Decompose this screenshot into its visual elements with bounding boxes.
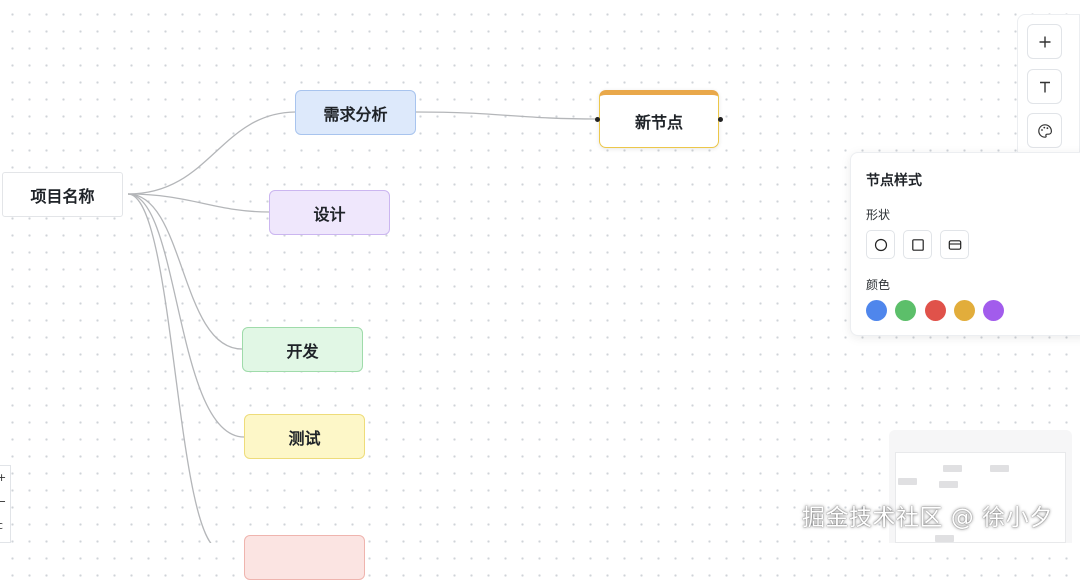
watermark: 掘金技术社区 @ 徐小夕 [802, 505, 1053, 531]
color-swatch-orange[interactable] [954, 300, 975, 321]
shape-square-button[interactable] [903, 230, 932, 259]
color-swatch-blue[interactable] [866, 300, 887, 321]
plus-icon [1039, 36, 1050, 47]
edge-root-test [127, 193, 245, 438]
node-testing[interactable]: 测试 [244, 414, 365, 459]
connection-handle-left[interactable] [595, 117, 600, 122]
square-shape-icon [911, 238, 924, 251]
node-development[interactable]: 开发 [242, 327, 363, 372]
add-node-button[interactable] [1027, 24, 1062, 59]
connector-lines [127, 111, 598, 543]
color-swatch-green[interactable] [895, 300, 916, 321]
panel-title: 节点样式 [866, 173, 922, 189]
right-toolbar [1017, 14, 1080, 159]
fit-view-button[interactable]: c [0, 519, 4, 532]
color-swatch-red[interactable] [925, 300, 946, 321]
shape-rounded-rectangle-button[interactable] [940, 230, 969, 259]
minimap-node [990, 465, 1009, 472]
minimap-node [939, 481, 958, 488]
shape-label: 形状 [866, 208, 891, 222]
node-design[interactable]: 设计 [269, 190, 390, 235]
circle-shape-icon [874, 238, 887, 251]
minimap[interactable] [889, 430, 1072, 543]
node-style-panel: 节点样式 形状 颜色 [850, 152, 1080, 336]
root-node-label: 项目名称 [30, 186, 95, 206]
new-node-label: 新节点 [634, 113, 683, 132]
connection-handle-right[interactable] [718, 117, 723, 122]
color-swatch-purple[interactable] [983, 300, 1004, 321]
palette-icon [1037, 123, 1052, 138]
edge-req-new [415, 111, 598, 120]
minimap-node [898, 478, 917, 485]
text-icon [1039, 81, 1050, 92]
new-node-selected[interactable]: 新节点 [599, 90, 719, 148]
node-requirements-label: 需求分析 [323, 104, 388, 124]
color-label: 颜色 [866, 278, 891, 292]
node-style-button[interactable] [1027, 113, 1062, 148]
root-node[interactable]: 项目名称 [2, 172, 123, 217]
node-design-label: 设计 [313, 204, 346, 224]
add-text-button[interactable] [1027, 69, 1062, 104]
zoom-out-button[interactable]: − [0, 495, 7, 508]
node-requirements[interactable]: 需求分析 [295, 90, 416, 135]
edge-root-bottom [127, 193, 212, 543]
edge-root-design [127, 193, 270, 213]
minimap-viewport[interactable] [895, 452, 1066, 543]
zoom-controls: + − c [0, 465, 11, 543]
edge-root-dev [127, 193, 243, 350]
shape-circle-button[interactable] [866, 230, 895, 259]
minimap-node [943, 465, 962, 472]
node-partial-bottom[interactable] [244, 535, 365, 580]
edge-root-req [127, 111, 296, 195]
zoom-in-button[interactable]: + [0, 471, 7, 484]
minimap-node [935, 535, 954, 542]
node-development-label: 开发 [286, 341, 319, 361]
rounded-rectangle-shape-icon [948, 239, 961, 250]
node-testing-label: 测试 [288, 428, 321, 448]
